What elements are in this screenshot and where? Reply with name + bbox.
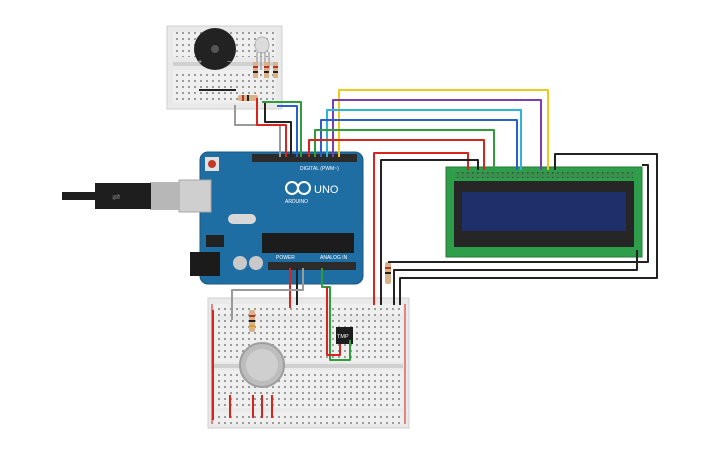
wire-red-tmp[interactable] (326, 287, 341, 356)
resistor-top-horizontal[interactable] (238, 95, 258, 101)
breadboard-bottom[interactable] (207, 297, 410, 429)
arduino-logo-icon (285, 181, 311, 195)
arduino-model-label: UNO (314, 184, 339, 196)
wire-cyan-lcd[interactable] (326, 109, 522, 170)
wires[interactable] (212, 89, 658, 420)
rgb-led[interactable] (254, 36, 270, 70)
wire-black-lcd-bb-4[interactable] (388, 164, 649, 263)
wire-green-top[interactable] (262, 101, 302, 157)
piezo-buzzer[interactable]: + − (194, 28, 236, 70)
tmp-sensor-label: TMP (337, 334, 349, 340)
analog-header-label: ANALOG IN (320, 255, 348, 261)
wire-red-lcd-bb[interactable] (373, 152, 469, 305)
led-resistors[interactable] (253, 62, 278, 78)
gas-sensor[interactable] (239, 342, 285, 388)
tmp-temperature-sensor[interactable]: TMP (336, 327, 353, 344)
digital-header-label: DIGITAL (PWM~) (300, 166, 339, 172)
resistor-bottom[interactable] (249, 310, 255, 332)
lcd-16x2-display[interactable] (445, 166, 643, 258)
usb-icon: ⇌ (112, 192, 120, 203)
buzzer-plus-label: + (198, 59, 202, 66)
wire-red-top[interactable] (256, 98, 287, 157)
wire-green-lcd[interactable] (314, 129, 495, 170)
wire-blue-top[interactable] (277, 105, 298, 157)
arduino-brand-label: ARDUINO (285, 199, 308, 205)
wire-blue-lcd[interactable] (320, 119, 518, 170)
wire-green-analog[interactable] (321, 268, 351, 361)
wire-gray-analog[interactable] (231, 268, 304, 320)
usb-cable[interactable]: ⇌ (62, 182, 180, 210)
wire-black-top-2[interactable] (264, 103, 292, 157)
resistor-lcd-contrast[interactable] (385, 262, 391, 284)
wire-purple-lcd[interactable] (332, 99, 542, 170)
wire-black-lcd-bb-1[interactable] (380, 159, 479, 305)
power-header-label: POWER (276, 255, 295, 261)
wire-black-lcd-bb-2[interactable] (399, 153, 658, 305)
arduino-uno-board[interactable]: UNO ARDUINO DIGITAL (PWM~) POWER ANALOG … (178, 151, 364, 285)
wire-yellow-lcd[interactable] (338, 89, 549, 170)
wire-red-lcd-pwr[interactable] (308, 139, 485, 170)
buzzer-minus-label: − (227, 59, 231, 66)
wire-black-lcd-bb-3[interactable] (393, 250, 638, 305)
